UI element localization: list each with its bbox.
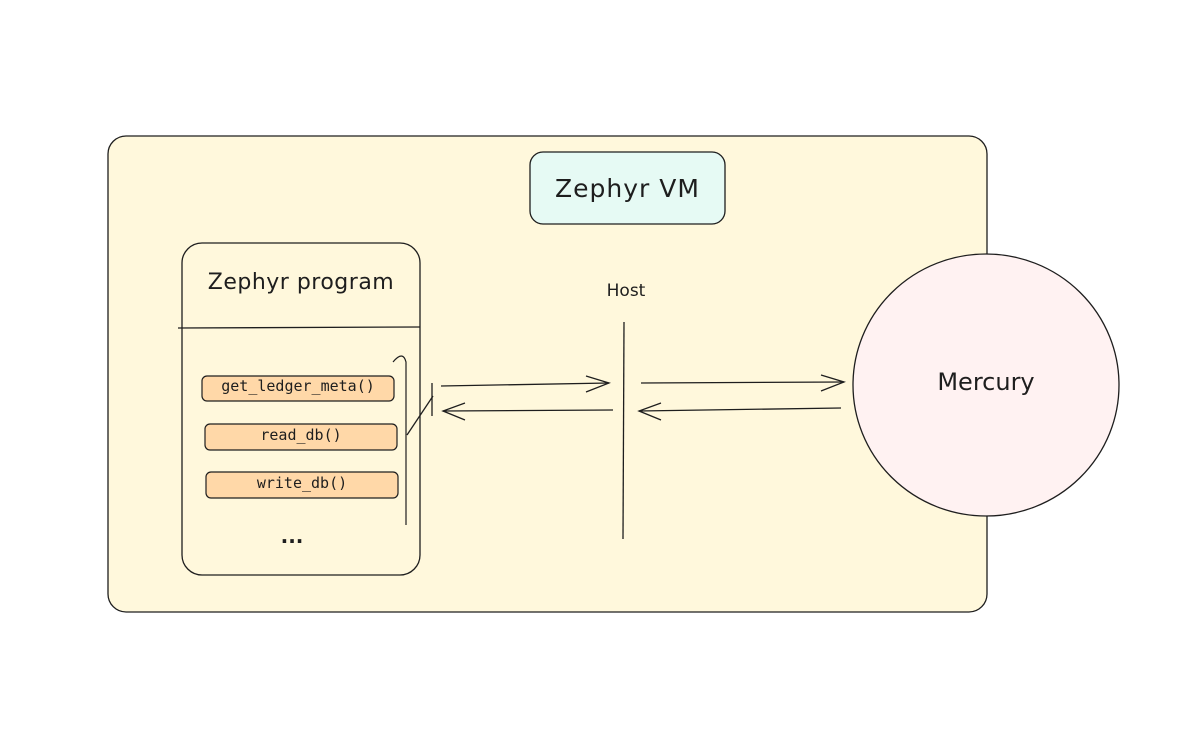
- arrow-mercury-to-host: [637, 402, 842, 421]
- bracket-connector: [406, 395, 434, 436]
- function-group-bracket: [392, 355, 407, 525]
- function-label-get-ledger-meta: get_ledger_meta(): [221, 377, 375, 395]
- arrow-host-to-mercury: [640, 374, 846, 392]
- function-pill-read-db: [204, 423, 398, 451]
- arrow-program-to-host: [440, 375, 611, 393]
- more-functions-ellipsis: ...: [280, 524, 304, 548]
- zephyr-vm-label-box: [529, 151, 726, 225]
- mercury-label: Mercury: [937, 368, 1035, 396]
- zephyr-vm-label: Zephyr VM: [555, 173, 700, 203]
- function-pill-write-db: [205, 471, 399, 499]
- host-boundary-line: [622, 321, 625, 540]
- function-label-read-db: read_db(): [260, 426, 342, 444]
- function-label-write-db: write_db(): [256, 474, 348, 492]
- zephyr-program-divider: [177, 326, 421, 329]
- mercury-circle: [852, 253, 1120, 517]
- host-label: Host: [606, 281, 646, 301]
- zephyr-program-title: Zephyr program: [207, 270, 395, 295]
- function-pill-get-ledger-meta: [201, 375, 395, 402]
- arrow-host-to-program: [441, 402, 614, 421]
